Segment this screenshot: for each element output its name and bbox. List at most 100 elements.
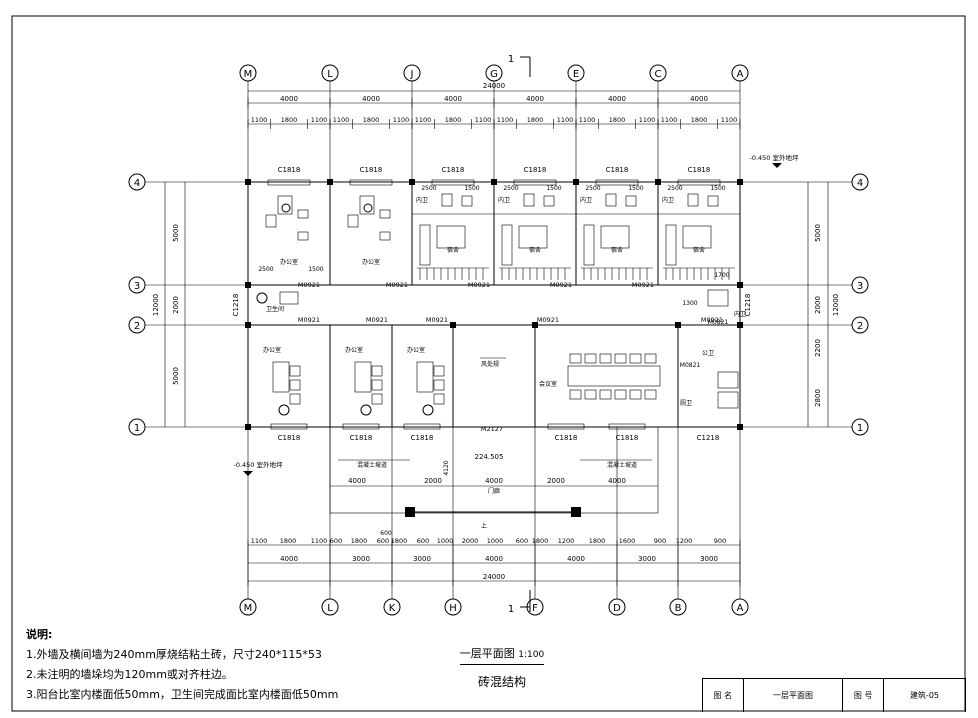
dim-bath-w-3: 2500: [667, 185, 682, 192]
dim-right-2: 2200: [814, 339, 822, 357]
dim-top-row2-10: 1800: [527, 116, 544, 124]
chair4-top-1: [363, 203, 373, 213]
window-side-0: C1218: [232, 294, 240, 317]
chair3-top-1: [379, 231, 391, 241]
dim-right-0: 5000: [814, 224, 822, 242]
chair2-top-1: [379, 209, 391, 219]
dim-bottom-row1-1: 1800: [280, 537, 297, 545]
public-wc-label: 公卫: [702, 350, 714, 357]
window-bottom-1: C1818: [350, 434, 373, 442]
note-1: 1.外墙及横间墙为240mm厚烧结粘土砖，尺寸240*115*53: [26, 648, 322, 661]
chair3-top-0: [297, 231, 309, 241]
office-bottom-0-label: 办公室: [263, 346, 281, 354]
column-15: [450, 322, 456, 328]
dim-bottom-row1-15: 1600: [619, 537, 636, 545]
caption-structure: 砖混结构: [477, 675, 526, 689]
toilet-2: [605, 193, 617, 207]
window-bottom-2: C1818: [411, 434, 434, 442]
dim-top-row2-8: 1100: [475, 116, 492, 124]
meeting-chair-s-5: [644, 389, 657, 400]
east-bath-label: 内卫: [734, 310, 746, 318]
dim-right-total: 12000: [832, 294, 840, 316]
toilet-0: [441, 193, 453, 207]
office-bottom-0-chair4: [278, 404, 290, 416]
desk-top-1: [359, 195, 375, 215]
column-2: [409, 179, 415, 185]
dim-top-row2-0: 1100: [251, 116, 268, 124]
column-11: [245, 322, 251, 328]
design-notes: 说明: 1.外墙及横间墙为240mm厚烧结粘土砖，尺寸240*115*53 2.…: [26, 625, 338, 705]
dim-office-1: 2500: [258, 266, 273, 273]
east-sink: [707, 289, 729, 307]
office-bottom-2-label: 办公室: [407, 346, 425, 354]
axis-label-left-1: 1: [134, 423, 140, 434]
door-1: M0921: [386, 281, 408, 289]
door-3: M0921: [550, 281, 572, 289]
axis-label-bottom-K: K: [389, 603, 396, 614]
wardrobe-0: [419, 224, 431, 266]
dim-bath-d-0: 1500: [464, 185, 479, 192]
bed-0: [436, 225, 466, 249]
window-bottom-3: C1818: [555, 434, 578, 442]
note-3: 3.阳台比室内楼面低50mm，卫生间完成面比室内楼面低50mm: [26, 688, 339, 701]
axis-label-bottom-L: L: [327, 603, 333, 614]
caption-scale: 1:100: [518, 650, 545, 660]
office-top-label-1: 办公室: [362, 258, 380, 266]
office-bottom-0-desk: [272, 361, 290, 393]
window-top-0: C1818: [278, 166, 301, 174]
dim-bottom-row2-0: 4000: [280, 555, 298, 563]
dim-top-row2-7: 1800: [445, 116, 462, 124]
dim-bottom-row1-3: 600: [330, 537, 342, 545]
dim-east-2: 1700: [714, 272, 729, 279]
meeting-chair-n-1: [584, 353, 597, 364]
tb-num-value: 建筑-05: [884, 679, 967, 712]
office-bottom-1-chair1: [371, 365, 383, 377]
window-bottom-4: C1818: [616, 434, 639, 442]
window-bottom-0: C1818: [278, 434, 301, 442]
column-8: [737, 424, 743, 430]
ramp-right-label: 混凝土坡道: [607, 461, 637, 469]
window-side-1: C1218: [744, 294, 752, 317]
drawing-caption: 一层平面图 1:100 砖混结构: [457, 642, 547, 690]
bed-3: [682, 225, 712, 249]
column-3: [491, 179, 497, 185]
dorm-label-2: 宿舍: [611, 246, 623, 254]
bath-label-0: 内卫: [416, 196, 428, 204]
dim-top-row1-4: 4000: [608, 95, 626, 103]
dim-bath-d-3: 1500: [710, 185, 725, 192]
door-8: M0921: [537, 316, 559, 324]
toilet-3: [687, 193, 699, 207]
dim-top-row1-5: 4000: [690, 95, 708, 103]
dim-bottom-row1-6: 1800: [391, 537, 408, 545]
toilet-1: [523, 193, 535, 207]
dim-total-bottom: 24000: [483, 573, 505, 581]
axis-label-bottom-F: F: [532, 603, 538, 614]
wardrobe-3: [665, 224, 677, 266]
bath-label-2: 内卫: [580, 196, 592, 204]
wardrobe-1: [501, 224, 513, 266]
east-stall-1: [717, 371, 739, 389]
note-2: 2.未注明的墙垛均为120mm或对齐柱边。: [26, 668, 233, 681]
column-9: [245, 282, 251, 288]
column-4: [573, 179, 579, 185]
dim-bottom-row1-14: 1800: [589, 537, 606, 545]
dim-bath-w-2: 2500: [585, 185, 600, 192]
meeting-chair-n-2: [599, 353, 612, 364]
dim-top-row1-1: 4000: [362, 95, 380, 103]
window-top-mark-0: [267, 179, 311, 186]
porch-label: 门廊: [488, 487, 500, 495]
meeting-chair-s-0: [569, 389, 582, 400]
notes-title: 说明:: [26, 628, 53, 641]
wardrobe-2: [583, 224, 595, 266]
dim-bottom-row1-7: 600: [417, 537, 429, 545]
axis-label-bottom-M: M: [244, 603, 253, 614]
dim-porch-0: 4000: [348, 477, 366, 485]
dim-left-1: 2000: [172, 296, 180, 314]
dim-top-row1-2: 4000: [444, 95, 462, 103]
sink-2: [625, 195, 637, 207]
dorm-label-1: 宿舍: [529, 246, 541, 254]
meeting-label: 会议室: [539, 380, 557, 388]
door-0: M0921: [298, 281, 320, 289]
axis-label-top-A: A: [737, 69, 744, 80]
dim-top-row2-6: 1100: [415, 116, 432, 124]
